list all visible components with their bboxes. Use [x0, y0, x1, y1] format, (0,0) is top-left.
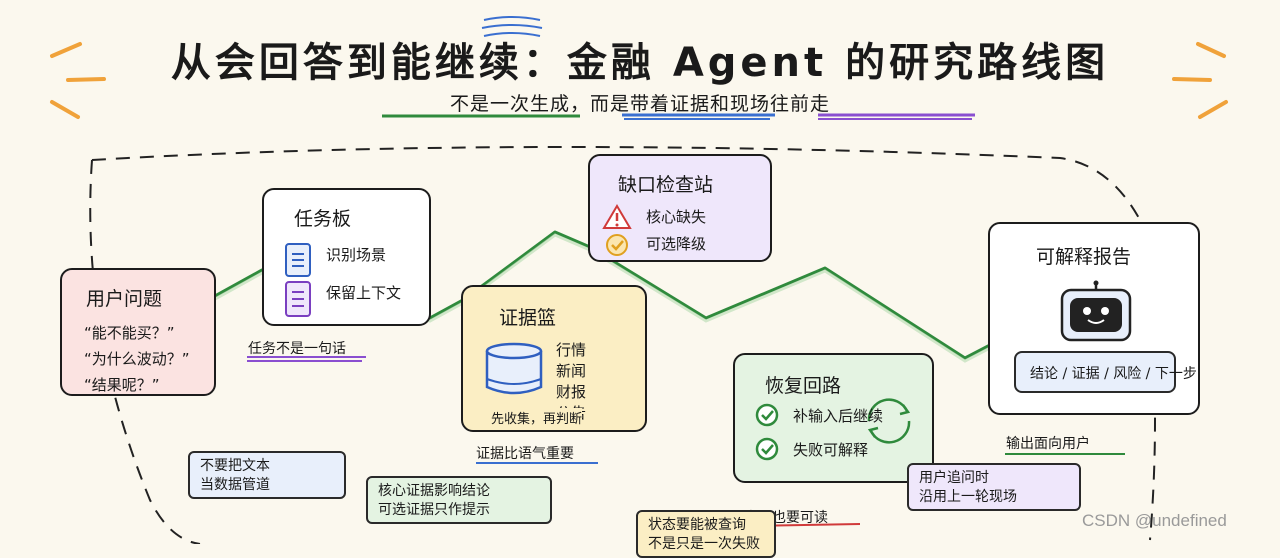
evidence-item: 行情 [556, 341, 587, 359]
note-core-evidence: 核心证据影响结论 可选证据只作提示 [366, 476, 552, 524]
recovery-item: 补输入后继续 [793, 407, 884, 425]
node-evidence-basket: 证据篮 行情 新闻 财报 公告 先收集，再判断 [461, 285, 647, 432]
node-title: 缺口检查站 [618, 174, 714, 196]
recovery-item: 失败可解释 [793, 441, 869, 459]
note-line: 当数据管道 [200, 477, 270, 493]
gap-item: 核心缺失 [646, 208, 707, 226]
spark-decoration-left [50, 42, 106, 119]
document-icon [285, 243, 311, 317]
label-evidence-over-tone: 证据比语气重要 [476, 446, 574, 462]
node-title: 用户问题 [86, 288, 163, 310]
node-user-question: 用户问题 “能不能买？” “为什么波动？” “结果呢？” [60, 268, 216, 396]
node-recovery-loop: 恢复回路 补输入后继续 失败可解释 [733, 353, 934, 483]
question-line: “能不能买？” [84, 324, 175, 342]
check-icon [755, 403, 779, 461]
node-title: 可解释报告 [1036, 246, 1132, 268]
dashed-region [89, 145, 1156, 544]
note-line: 不要把文本 [200, 458, 270, 474]
robot-icon [1060, 280, 1132, 342]
page-subtitle: 不是一次生成，而是带着证据和现场往前走 [449, 93, 830, 115]
node-title: 证据篮 [499, 307, 557, 329]
spark-decoration-right [1172, 42, 1228, 119]
label-output-for-user: 输出面向用户 [1006, 436, 1090, 452]
evidence-item: 财报 [556, 383, 587, 401]
warning-icon [602, 204, 632, 256]
watermark: CSDN @undefined [1082, 511, 1227, 530]
note-no-text-pipeline: 不要把文本 当数据管道 [188, 451, 346, 499]
squiggle-decoration [481, 16, 543, 37]
evidence-item: 新闻 [556, 362, 587, 380]
diagram-lines [50, 16, 1228, 544]
node-title: 恢复回路 [765, 375, 842, 397]
page-title: 从会回答到能继续：金融 Agent 的研究路线图 [170, 40, 1110, 86]
report-footer [1014, 351, 1176, 393]
gap-item: 可选降级 [646, 235, 707, 253]
node-task-board: 任务板 识别场景 保留上下文 [262, 188, 431, 326]
report-footer-text: 结论 / 证据 / 风险 / 下一步 [1030, 366, 1197, 382]
task-item: 保留上下文 [326, 284, 402, 302]
label-task-not-sentence: 任务不是一句话 [248, 341, 346, 357]
note-line: 不是只是一次失败 [648, 536, 760, 552]
evidence-caption: 先收集，再判断 [491, 408, 583, 427]
note-state-queryable: 状态要能被查询 不是只是一次失败 [636, 510, 776, 558]
node-gap-station: 缺口检查站 核心缺失 可选降级 [588, 154, 772, 262]
note-line: 可选证据只作提示 [378, 502, 490, 518]
note-line: 沿用上一轮现场 [919, 489, 1017, 505]
database-icon [485, 342, 543, 395]
task-item: 识别场景 [326, 246, 387, 264]
note-line: 用户追问时 [919, 470, 989, 486]
node-title: 任务板 [294, 208, 352, 230]
note-line: 状态要能被查询 [648, 517, 746, 533]
node-report: 可解释报告 结论 / 证据 / 风险 / 下一步 [988, 222, 1200, 415]
note-followup: 用户追问时 沿用上一轮现场 [907, 463, 1081, 511]
question-line: “结果呢？” [84, 376, 160, 394]
question-line: “为什么波动？” [84, 350, 190, 368]
refresh-loop-icon [867, 398, 911, 444]
note-line: 核心证据影响结论 [378, 483, 490, 499]
